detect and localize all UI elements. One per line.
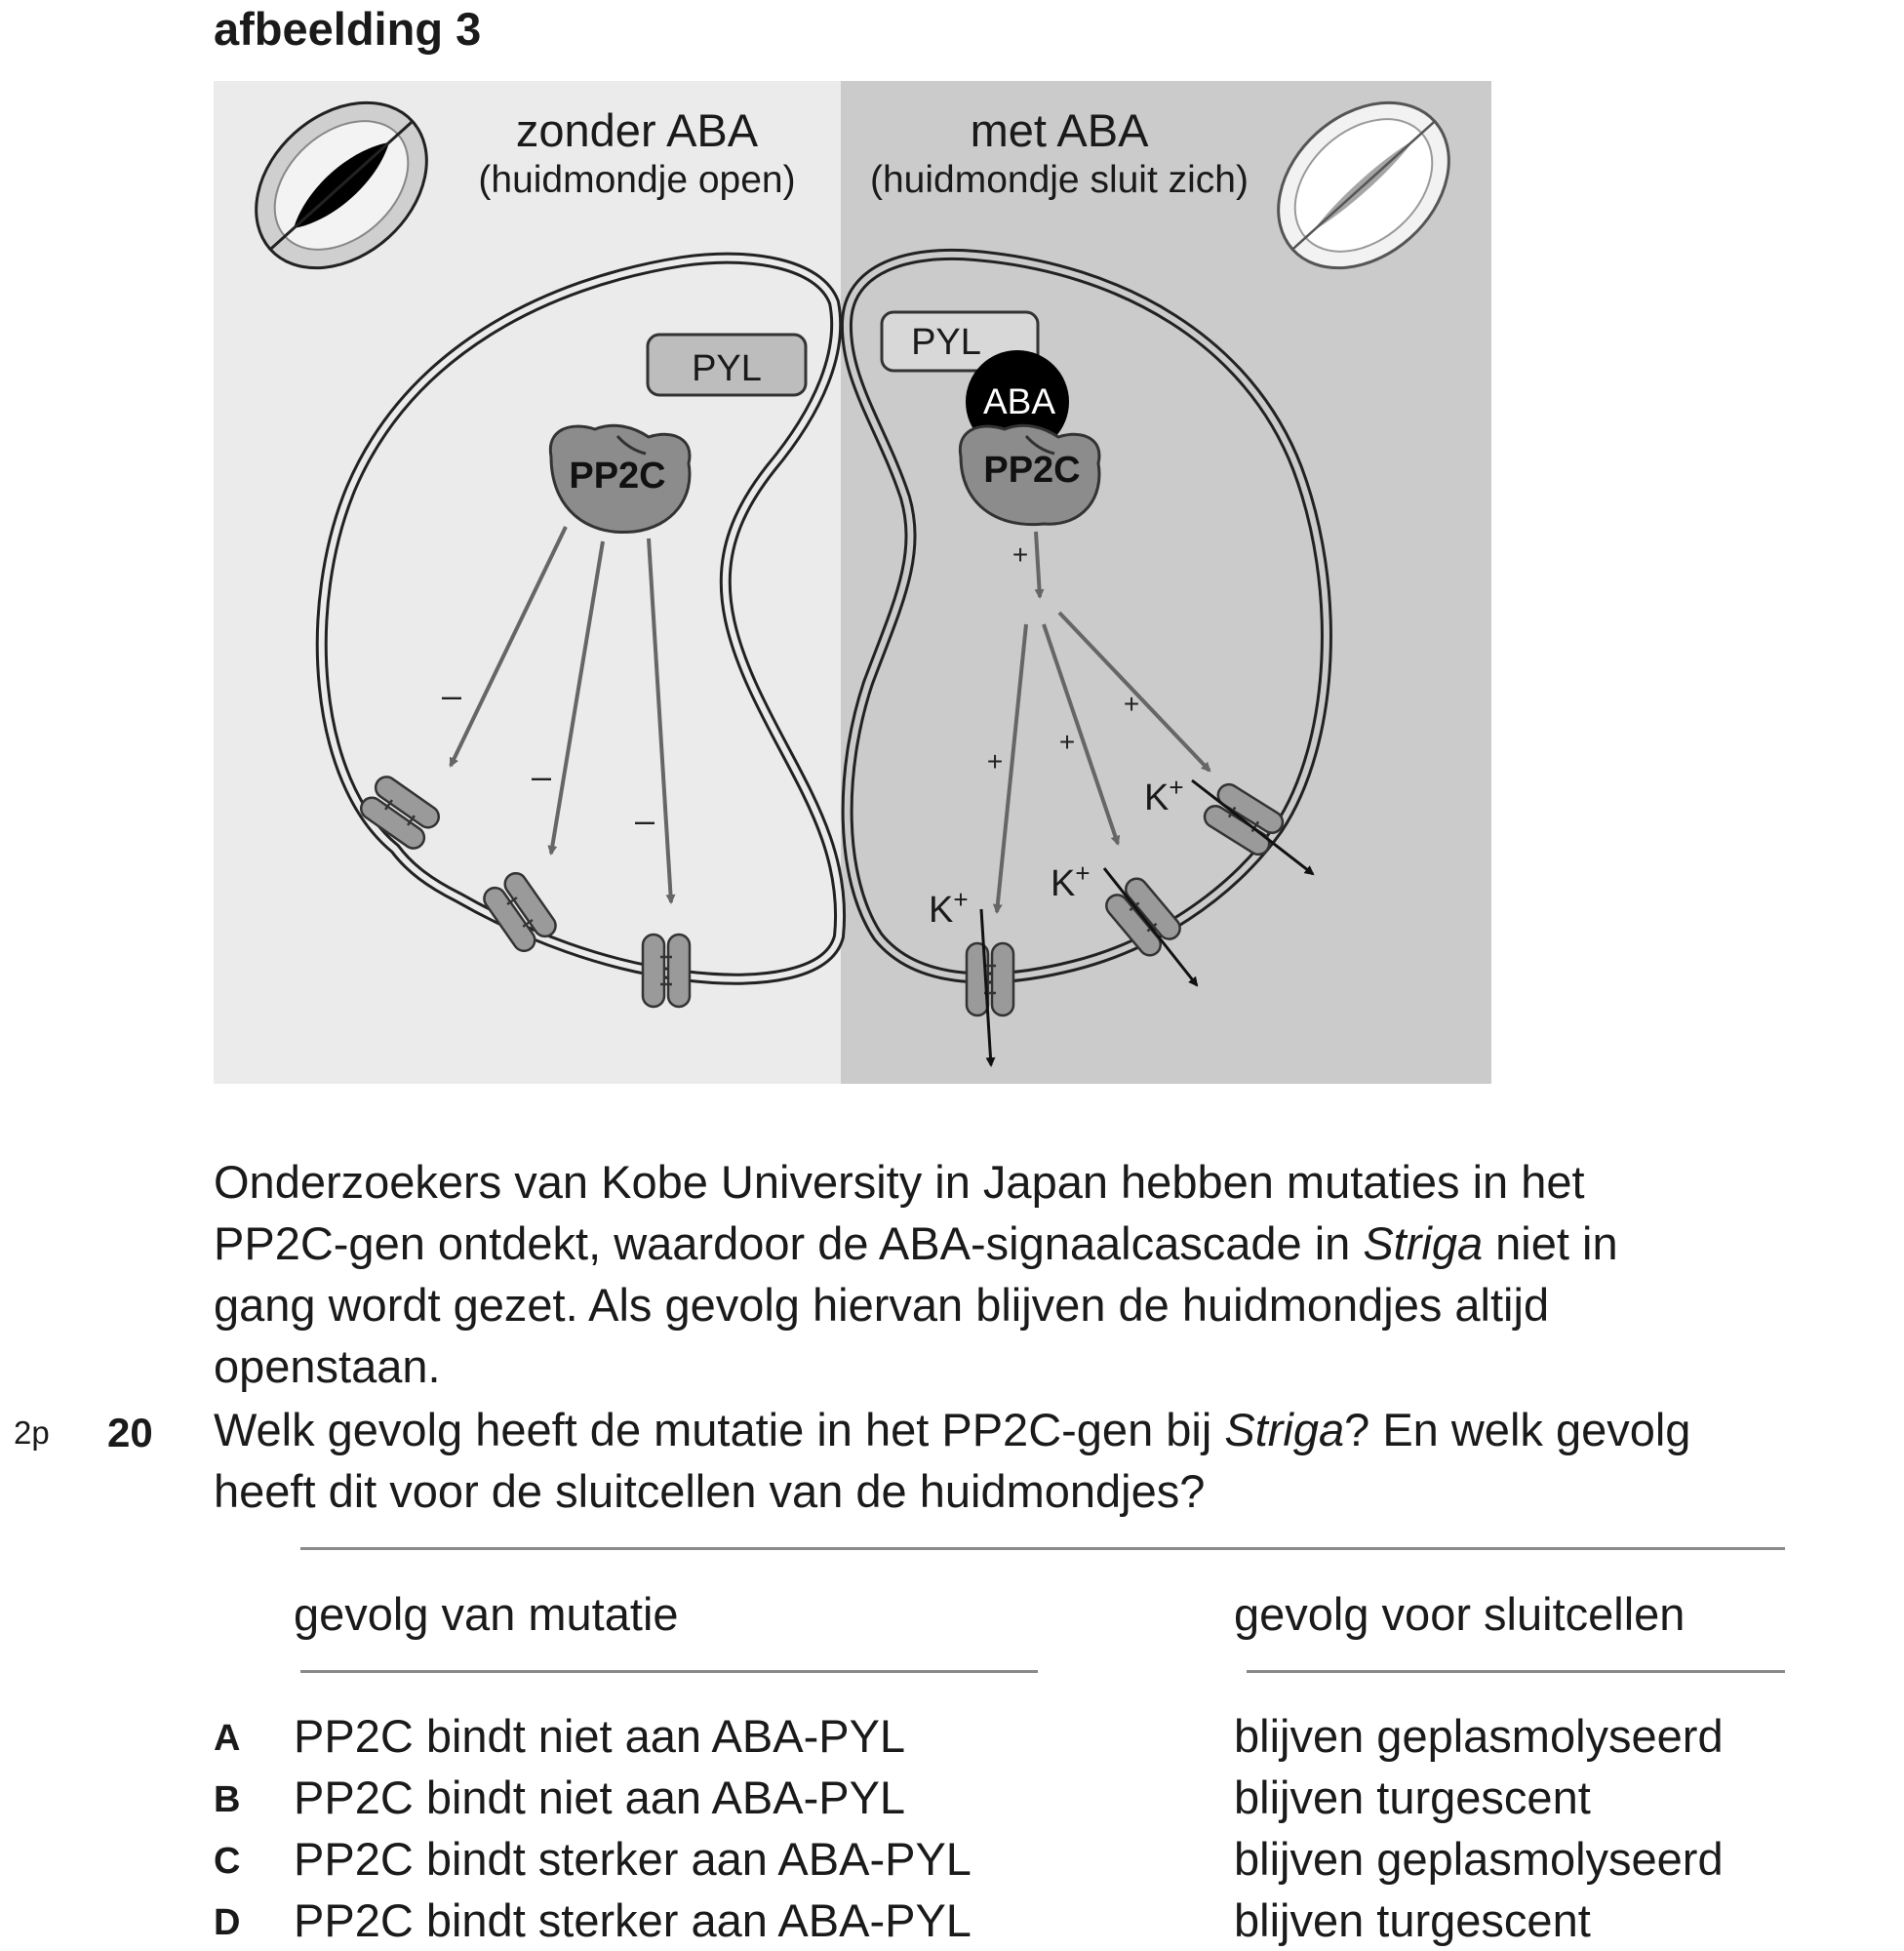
activate-arrow-main (1034, 531, 1045, 599)
right-panel-subtitle: (huidmondje sluit zich) (870, 159, 1249, 201)
column-rule-mutation (300, 1670, 1038, 1673)
paragraph-line: gang wordt gezet. Als gevolg hiervan bli… (214, 1279, 1550, 1331)
option-result: blijven geplasmolyseerd (1234, 1710, 1724, 1762)
inhibit-sign-3: – (635, 800, 654, 840)
activate-sign-2: + (1059, 727, 1075, 757)
column-header-guard-cells: gevolg voor sluitcellen (1234, 1588, 1686, 1640)
answer-option-c[interactable]: C PP2C bindt sterker aan ABA-PYL blijven… (0, 1828, 1904, 1890)
answer-option-b[interactable]: B PP2C bindt niet aan ABA-PYL blijven tu… (0, 1767, 1904, 1828)
closed-stoma-icon (1277, 100, 1450, 270)
column-header-mutation: gevolg van mutatie (294, 1588, 679, 1640)
pyl-receptor-left (646, 333, 808, 397)
k-efflux-arrow-3 (1191, 778, 1315, 876)
option-effect: PP2C bindt sterker aan ABA-PYL (294, 1894, 972, 1946)
aba-signaling-figure: zonder ABA (huidmondje open) met ABA (hu… (214, 81, 1491, 1084)
activate-sign-1: + (987, 746, 1003, 776)
right-panel-title: met ABA (971, 104, 1150, 156)
left-panel-subtitle: (huidmondje open) (478, 159, 795, 201)
option-result: blijven turgescent (1234, 1894, 1591, 1946)
table-top-rule (300, 1547, 1785, 1550)
question-points: 2p (14, 1414, 50, 1451)
activate-arrow-2 (1042, 623, 1121, 846)
k-ion-label-1: K+ (929, 885, 969, 931)
pp2c-label-left: PP2C (569, 456, 665, 497)
inhibit-sign-1: – (442, 675, 461, 715)
option-result: blijven turgescent (1234, 1772, 1591, 1823)
inhibit-sign-2: – (532, 756, 551, 796)
question-text: Welk gevolg heeft de mutatie in het PP2C… (214, 1404, 1691, 1517)
column-rule-guard-cells (1247, 1670, 1785, 1673)
option-effect: PP2C bindt sterker aan ABA-PYL (294, 1833, 972, 1885)
paragraph-line: Onderzoekers van Kobe University in Japa… (214, 1156, 1585, 1208)
question-number: 20 (107, 1410, 153, 1455)
intro-paragraph: Onderzoekers van Kobe University in Japa… (214, 1151, 1872, 1397)
inhibit-arrow-1 (449, 526, 568, 768)
activate-arrow-1 (992, 623, 1028, 914)
k-efflux-arrow-2 (1102, 867, 1199, 987)
pyl-label-left: PYL (692, 348, 762, 389)
paragraph-line: PP2C-gen ontdekt, waardoor de ABA-signaa… (214, 1217, 1618, 1269)
left-panel-title: zonder ABA (516, 104, 759, 156)
answer-option-d[interactable]: D PP2C bindt sterker aan ABA-PYL blijven… (0, 1890, 1904, 1951)
activate-arrow-3 (1057, 611, 1211, 773)
open-stoma-icon (255, 100, 428, 270)
option-letter: A (214, 1718, 241, 1759)
option-effect: PP2C bindt niet aan ABA-PYL (294, 1772, 906, 1823)
paragraph-line: openstaan. (214, 1340, 441, 1392)
inhibit-arrow-3 (647, 538, 676, 904)
option-letter: B (214, 1779, 241, 1820)
answer-option-a[interactable]: A PP2C bindt niet aan ABA-PYL blijven ge… (0, 1705, 1904, 1767)
pp2c-protein-right (958, 423, 1101, 527)
figure-heading: afbeelding 3 (214, 3, 482, 55)
pyl-label-right: PYL (911, 322, 981, 363)
option-letter: D (214, 1902, 241, 1943)
inhibit-arrow-2 (547, 540, 605, 856)
activate-sign-main: + (1012, 539, 1028, 570)
option-result: blijven geplasmolyseerd (1234, 1833, 1724, 1885)
k-efflux-arrow-1 (979, 908, 996, 1067)
aba-label: ABA (983, 381, 1055, 421)
pp2c-label-right: PP2C (983, 450, 1080, 491)
k-ion-label-2: K+ (1051, 858, 1091, 904)
option-effect: PP2C bindt niet aan ABA-PYL (294, 1710, 906, 1762)
activate-sign-3: + (1124, 689, 1139, 719)
option-letter: C (214, 1841, 241, 1882)
k-ion-label-3: K+ (1144, 773, 1184, 818)
pp2c-protein-left (548, 423, 692, 535)
